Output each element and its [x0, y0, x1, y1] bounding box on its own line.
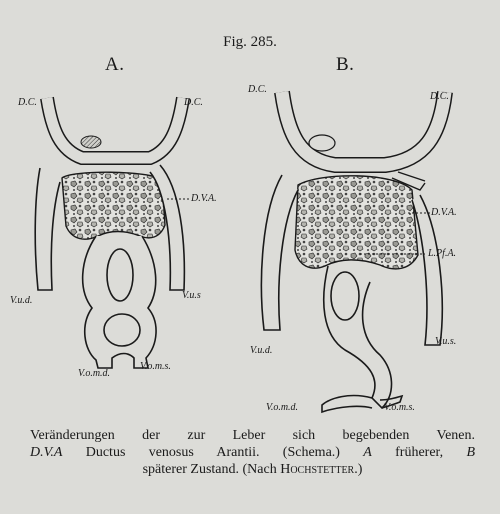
caption-end: .) [354, 462, 362, 477]
panel-a-diagram [35, 98, 190, 368]
vena-umbilicalis-dextra-b [261, 175, 298, 330]
hatched-area-b [309, 135, 335, 151]
caption-a: A [363, 445, 372, 460]
panel-b-diagram [261, 92, 445, 412]
caption-ductus-text: Ductus venosus Arantii. (Schema.) [62, 445, 363, 460]
caption-abbr-dva: D.V.A [30, 445, 62, 460]
ring-hole-b [331, 272, 359, 320]
label-b-vomd: V.o.m.d. [266, 402, 298, 413]
label-a-vomd: V.o.m.d. [78, 368, 110, 379]
label-b-dc-right: D.C. [430, 91, 449, 102]
caption-author: Hochstetter [280, 462, 354, 477]
label-b-vud: V.u.d. [250, 345, 272, 356]
label-a-dc-right: D.C. [184, 97, 203, 108]
caption-line-1: Veränderungen der zur Leber sich begeben… [30, 427, 475, 444]
caption-a-text: früherer, [372, 445, 467, 460]
label-a-dc-left: D.C. [18, 97, 37, 108]
label-b-vus: V.u.s. [435, 336, 456, 347]
liver-mass-b [295, 176, 418, 269]
caption-b: B [466, 445, 475, 460]
label-b-dva: D.V.A. [431, 207, 457, 218]
label-b-lpfa: L.Pf.A. [428, 248, 456, 259]
label-b-dc-left: D.C. [248, 84, 267, 95]
liver-mass-a [62, 172, 165, 239]
ring-hole-upper-a [107, 249, 133, 301]
vena-umbilicalis-dextra-a [35, 168, 60, 290]
hatched-area-a [81, 136, 101, 148]
caption-line-2: D.V.A Ductus venosus Arantii. (Schema.) … [30, 444, 475, 461]
label-a-voms: V.o.m.s. [140, 361, 171, 372]
caption-later-text: späterer Zustand. (Nach [143, 462, 281, 477]
label-b-voms: V.o.m.s. [384, 402, 415, 413]
caption-line-3: späterer Zustand. (Nach Hochstetter.) [30, 461, 475, 478]
figure-caption: Veränderungen der zur Leber sich begeben… [30, 427, 475, 478]
label-a-vud: V.u.d. [10, 295, 32, 306]
label-a-dva: D.V.A. [191, 193, 217, 204]
label-a-vus: V.u.s [182, 290, 201, 301]
ring-hole-lower-a [104, 314, 140, 346]
